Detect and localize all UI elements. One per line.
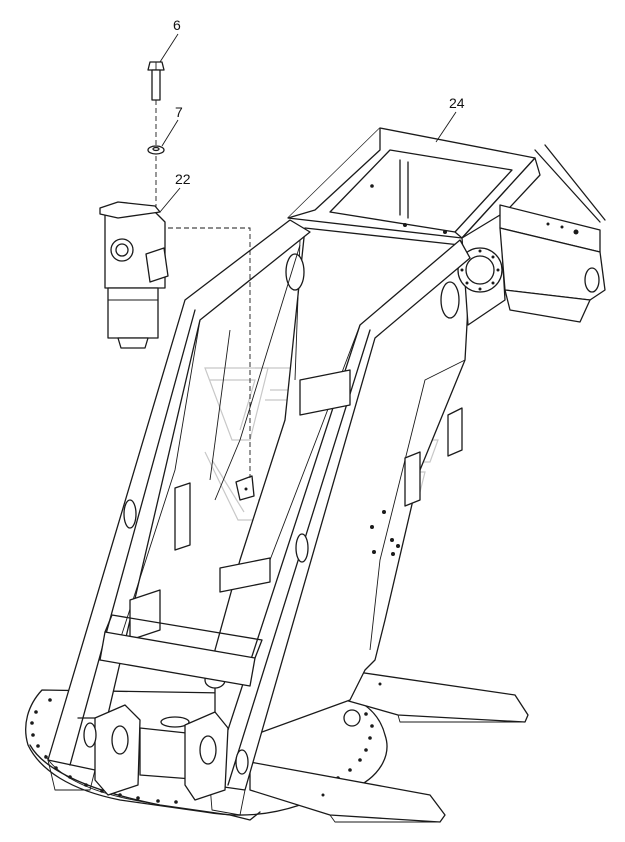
callout-24: 24	[449, 95, 465, 111]
washer-part-7	[147, 145, 165, 155]
inner-webs	[119, 244, 361, 641]
bracket-upper	[447, 407, 463, 457]
callout-6: 6	[173, 17, 181, 33]
filter-mount-bracket	[235, 475, 255, 501]
outrigger-plate-lower	[249, 761, 446, 823]
side-plate-bore	[457, 214, 506, 326]
leader-lines	[159, 33, 457, 213]
cross-beam	[99, 614, 263, 687]
housing-holes	[370, 510, 400, 556]
bracket-mid	[404, 451, 421, 507]
assembly-lines	[155, 100, 251, 478]
callout-7: 7	[175, 104, 183, 120]
callout-22: 22	[175, 171, 191, 187]
pivot-lugs	[77, 704, 229, 801]
right-arm-bracket	[499, 144, 606, 323]
filter-part-22	[99, 201, 169, 349]
bolt-part-6	[147, 61, 165, 101]
